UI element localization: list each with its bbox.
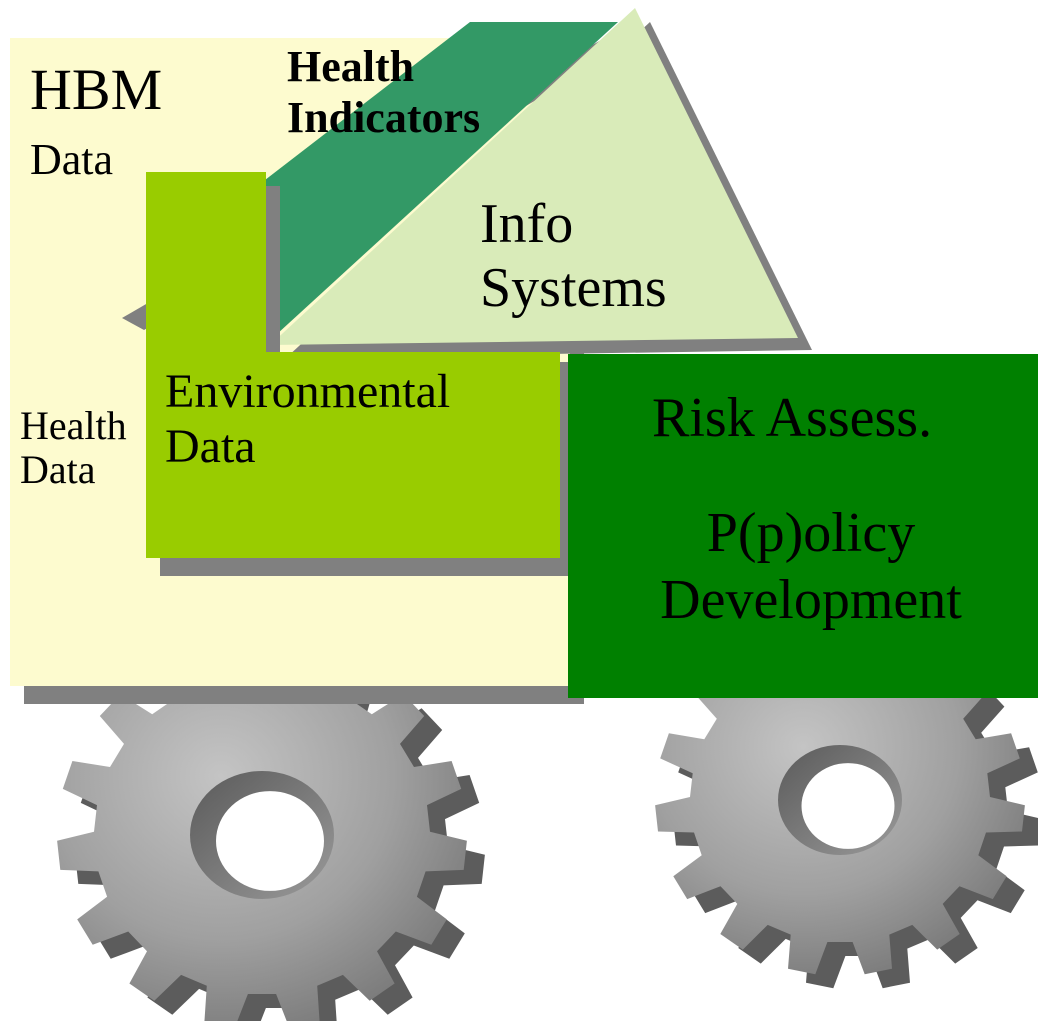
- environmental-data-label: Environmental Data: [165, 365, 451, 474]
- environmental-box: [146, 172, 560, 558]
- risk-assess-label: Risk Assess.: [652, 387, 933, 449]
- info-systems-label: Info Systems: [480, 193, 667, 320]
- health-data-label: Health Data: [20, 403, 127, 492]
- right-gear-icon: [655, 624, 1038, 989]
- hbm-data-label: Data: [30, 135, 114, 184]
- policy-development-label: P(p)olicy Development: [660, 502, 962, 632]
- health-indicators-band: [265, 22, 618, 345]
- left-gear-icon: [57, 640, 485, 1021]
- risk-box: [568, 354, 1038, 698]
- info-systems-triangle: [270, 8, 798, 345]
- health-indicators-label: Health Indicators: [287, 42, 481, 142]
- hbm-title: HBM: [30, 57, 163, 122]
